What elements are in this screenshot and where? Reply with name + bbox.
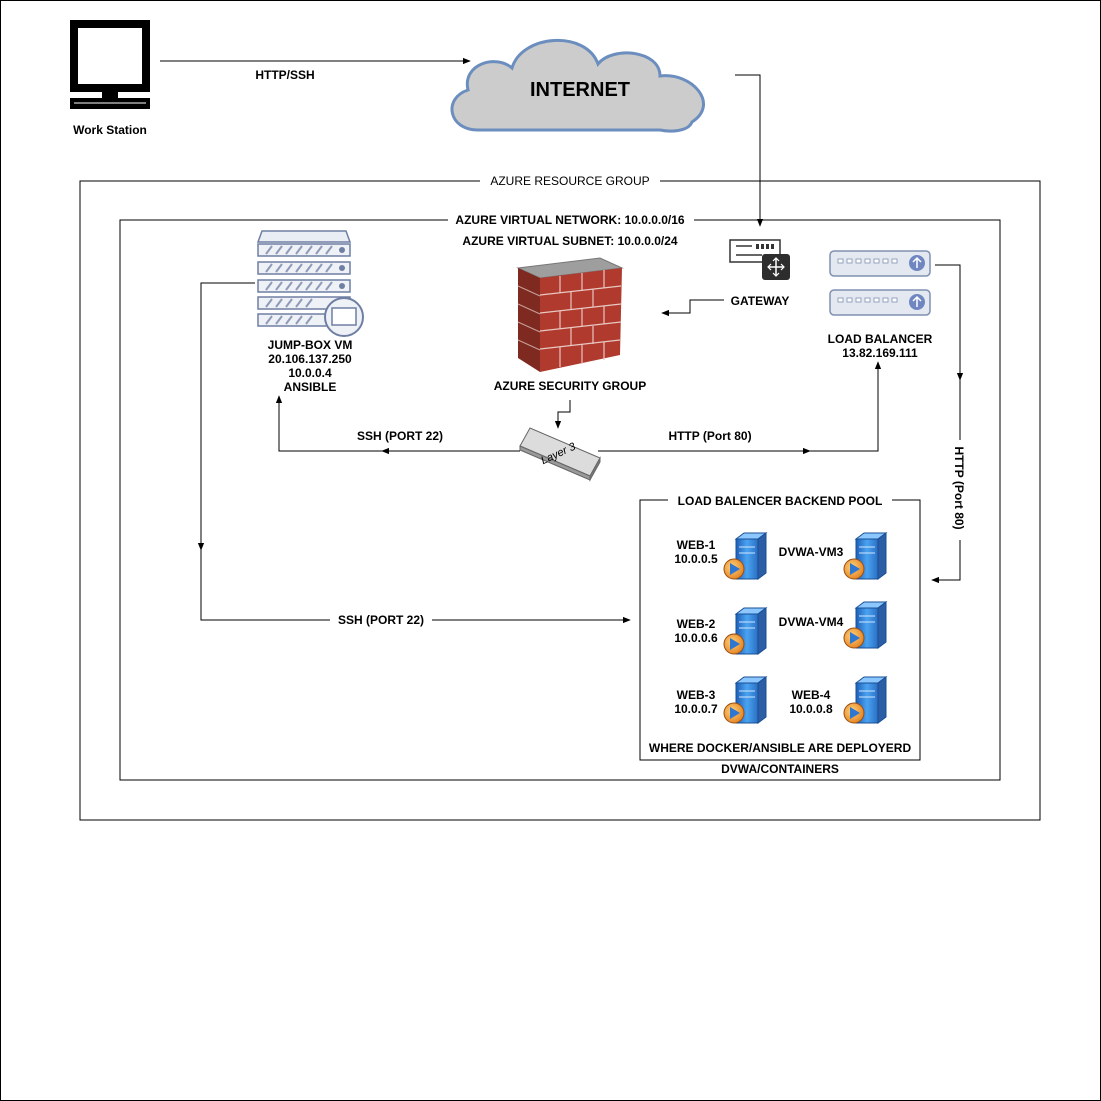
web-server-icon	[723, 532, 767, 580]
edge-layer3-jumpbox-label: SSH (PORT 22)	[357, 429, 443, 443]
jumpbox-vm[interactable]: JUMP-BOX VM 20.106.137.250 10.0.0.4 ANSI…	[256, 230, 364, 394]
router-icon	[729, 239, 790, 280]
server-name: WEB-2	[677, 617, 716, 631]
server-name: WEB-1	[677, 538, 716, 552]
server-name: DVWA-VM4	[779, 615, 844, 629]
gateway-label: GATEWAY	[731, 294, 790, 308]
edge-secgroup-layer3	[554, 400, 571, 429]
server-name: WEB-3	[677, 688, 716, 702]
edge-lb-pool-top	[935, 264, 961, 440]
server-web-3[interactable]: WEB-3 10.0.0.7	[674, 676, 767, 724]
jumpbox-public-ip: 20.106.137.250	[268, 352, 352, 366]
vnet-label: AZURE VIRTUAL NETWORK: 10.0.0.0/16	[455, 213, 684, 227]
jumpbox-private-ip: 10.0.0.4	[288, 366, 332, 380]
backend-pool-footer: WHERE DOCKER/ANSIBLE ARE DEPLOYERD	[649, 741, 912, 755]
edge-ws-internet-label: HTTP/SSH	[255, 68, 314, 82]
workstation[interactable]: Work Station	[70, 20, 150, 137]
server-name: DVWA-VM3	[779, 545, 844, 559]
load-balancer-ip: 13.82.169.111	[842, 346, 918, 360]
backend-pool-container: LOAD BALENCER BACKEND POOL WHERE DOCKER/…	[639, 494, 921, 761]
layer3-switch[interactable]: Layer 3	[519, 427, 601, 482]
monitor-icon	[70, 20, 150, 109]
server-ip: 10.0.0.5	[674, 552, 718, 566]
server-web-1[interactable]: WEB-1 10.0.0.5	[674, 532, 767, 580]
edge-internet-gateway	[735, 74, 764, 227]
subnet-label: AZURE VIRTUAL SUBNET: 10.0.0.0/24	[462, 234, 677, 248]
workstation-label: Work Station	[73, 123, 147, 137]
web-server-icon	[723, 607, 767, 655]
server-ip: 10.0.0.6	[674, 631, 718, 645]
resource-group-label: AZURE RESOURCE GROUP	[490, 174, 649, 188]
jumpbox-role: ANSIBLE	[284, 380, 337, 394]
web-server-icon	[843, 601, 887, 649]
firewall-icon	[516, 257, 624, 372]
switch-icon: Layer 3	[519, 427, 601, 482]
backend-pool-label: LOAD BALENCER BACKEND POOL	[678, 494, 883, 508]
cloud-icon	[450, 39, 705, 133]
internet-cloud[interactable]: INTERNET	[450, 39, 705, 133]
edge-layer3-lb	[598, 361, 882, 452]
load-balancer-name: LOAD BALANCER	[828, 332, 933, 346]
server-ip: 10.0.0.8	[789, 702, 833, 716]
load-balancer-icon	[829, 250, 931, 316]
web-server-icon	[843, 676, 887, 724]
server-ip: 10.0.0.7	[674, 702, 718, 716]
web-server-icon	[723, 676, 767, 724]
vnet-container: AZURE VIRTUAL NETWORK: 10.0.0.0/16 AZURE…	[119, 213, 1001, 781]
server-dvwa-vm4[interactable]: DVWA-VM4	[779, 601, 887, 649]
server-web-2[interactable]: WEB-2 10.0.0.6	[674, 607, 767, 655]
load-balancer[interactable]: LOAD BALANCER 13.82.169.111	[828, 250, 933, 360]
edge-layer3-lb-label: HTTP (Port 80)	[668, 429, 751, 443]
server-name: WEB-4	[792, 688, 831, 702]
server-rack-icon	[256, 230, 364, 337]
web-server-icon	[843, 532, 887, 580]
edge-jumpbox-pool-label: SSH (PORT 22)	[338, 613, 424, 627]
edge-lb-pool-label: HTTP (Port 80)	[952, 446, 966, 529]
security-group-label: AZURE SECURITY GROUP	[494, 379, 646, 393]
internet-label: INTERNET	[530, 79, 630, 101]
edge-gateway-secgroup	[661, 299, 724, 317]
resource-group-container: AZURE RESOURCE GROUP	[79, 174, 1041, 821]
edge-jumpbox-pool	[200, 282, 330, 621]
security-group[interactable]: AZURE SECURITY GROUP	[494, 257, 646, 393]
jumpbox-name: JUMP-BOX VM	[268, 338, 353, 352]
server-web-4[interactable]: WEB-4 10.0.0.8	[789, 676, 887, 724]
edge-lb-pool-bottom	[931, 540, 961, 584]
vnet-footer: DVWA/CONTAINERS	[721, 762, 839, 776]
server-dvwa-vm3[interactable]: DVWA-VM3	[779, 532, 887, 580]
gateway[interactable]: GATEWAY	[729, 239, 790, 308]
